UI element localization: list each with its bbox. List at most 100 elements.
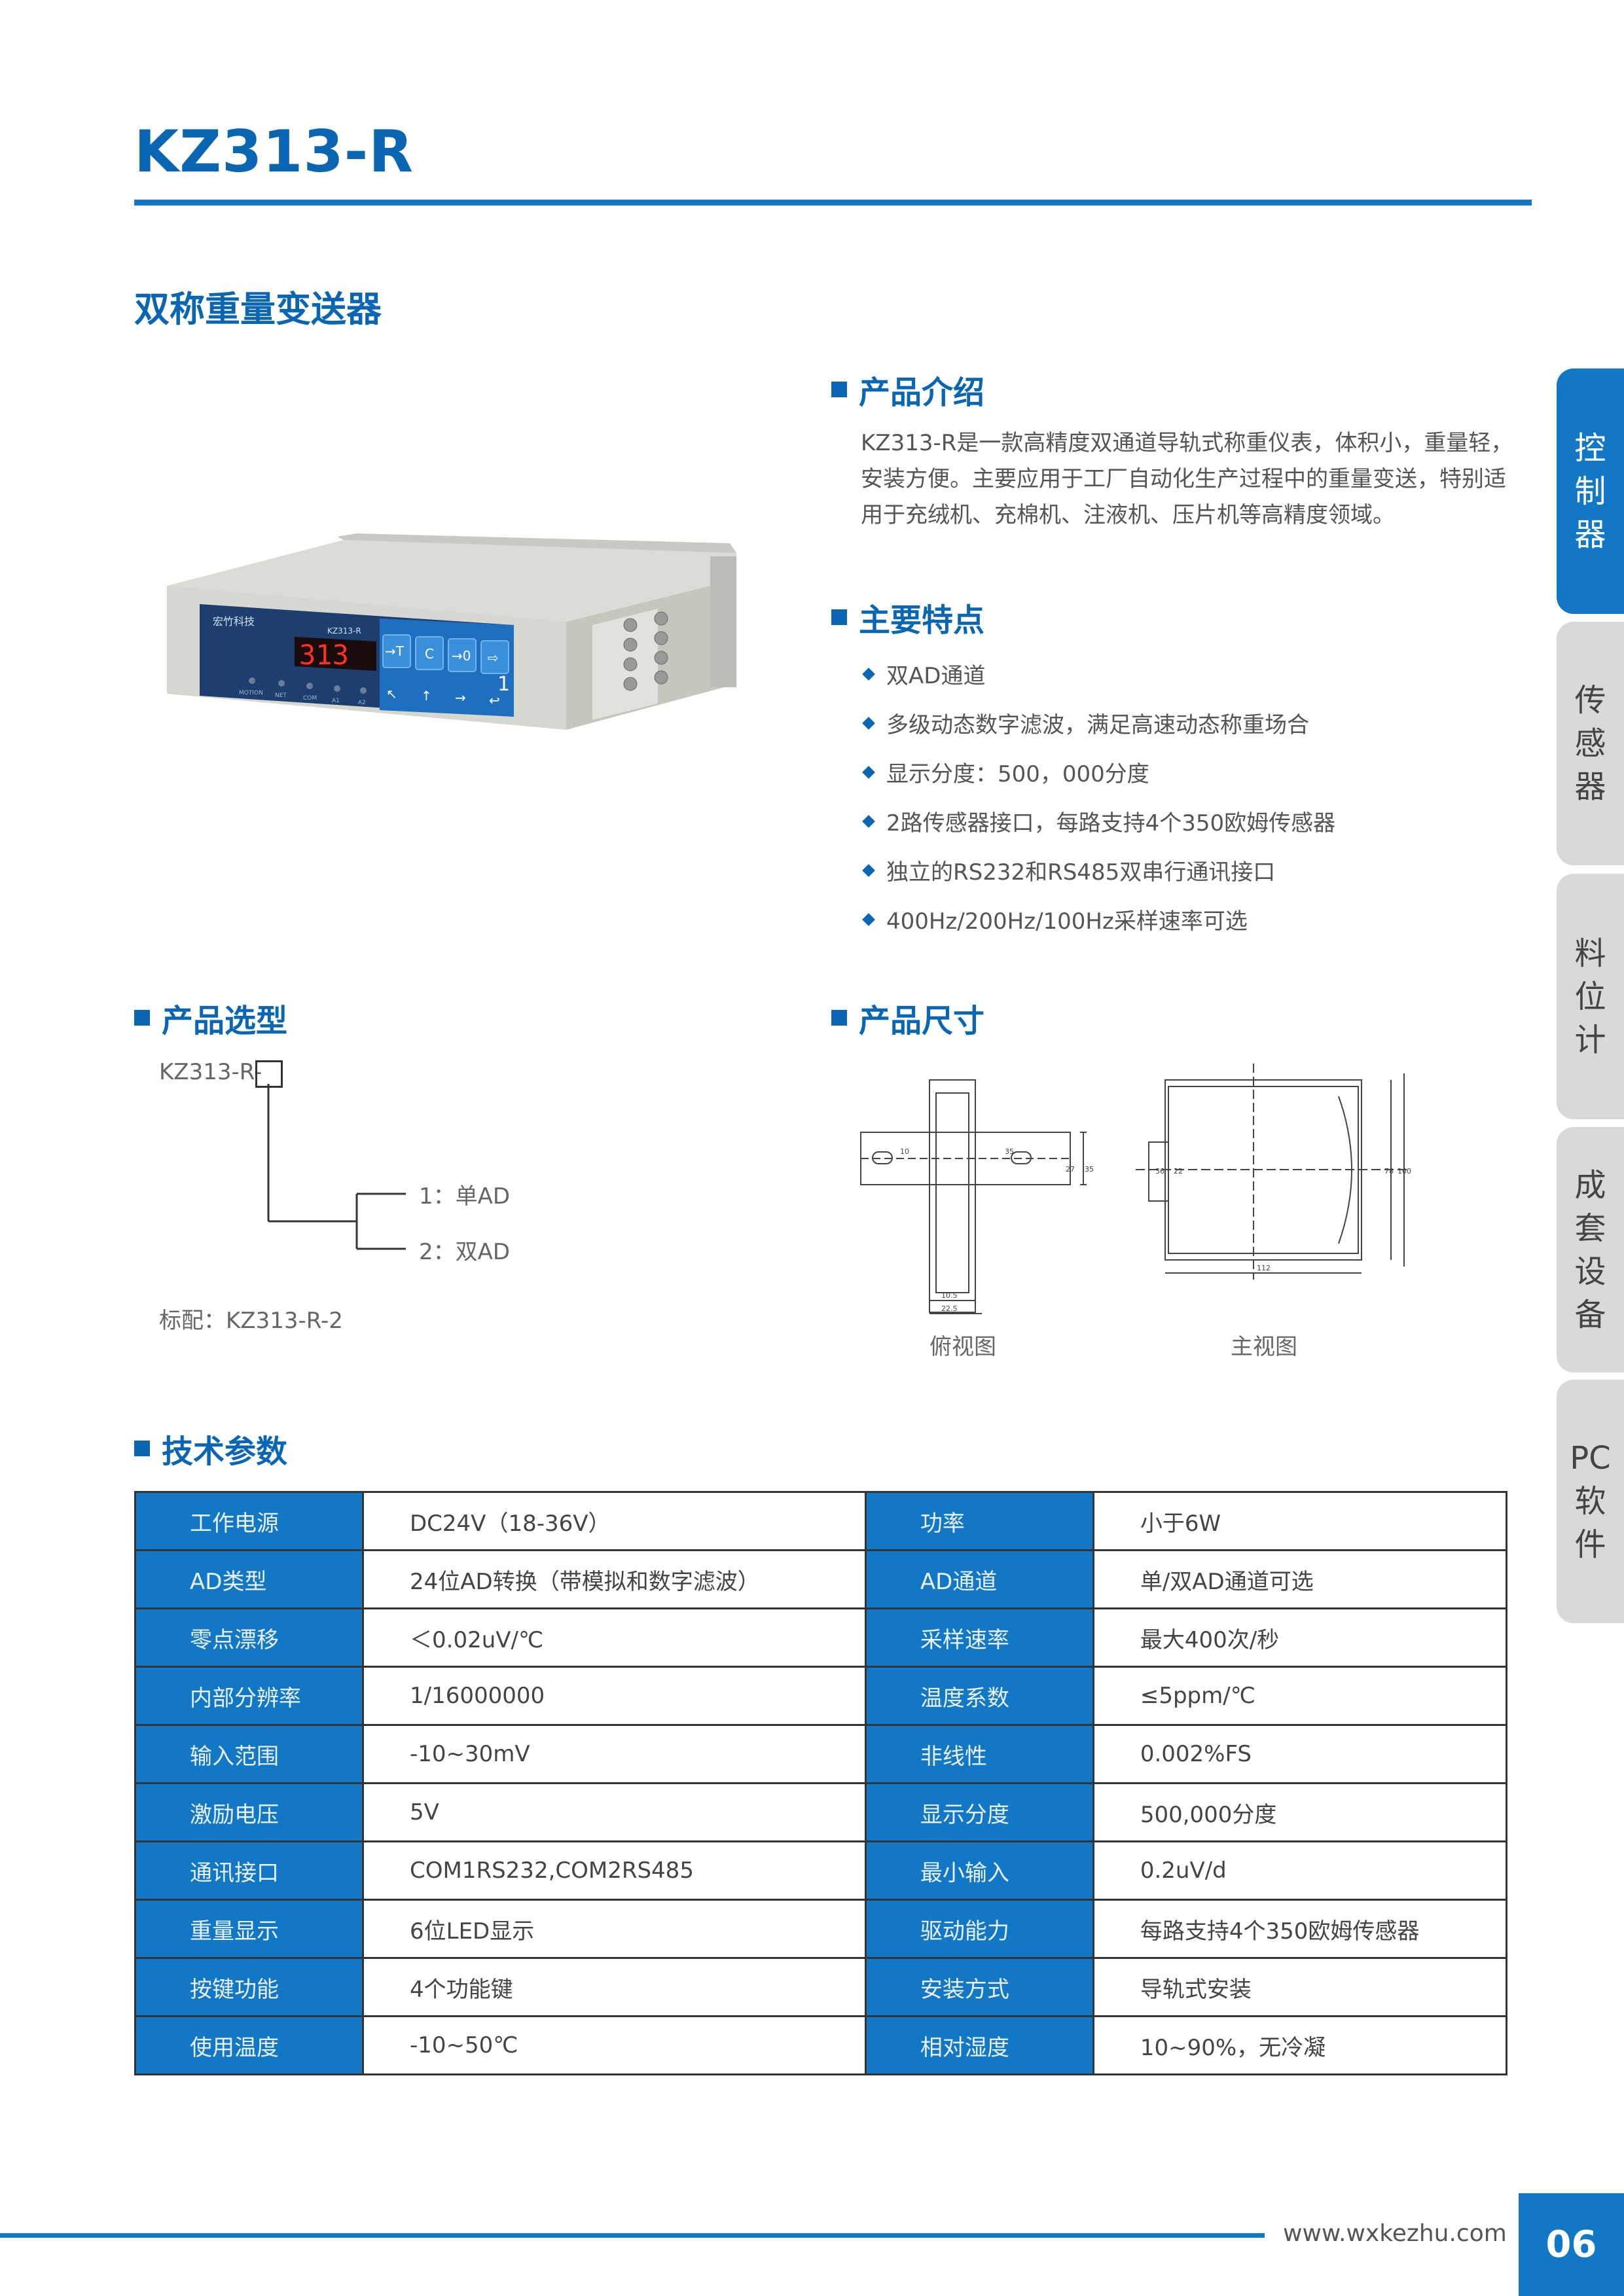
specs-heading: 技术参数: [134, 1426, 287, 1471]
bullet-square-icon: [831, 609, 847, 625]
spec-key: 工作电源: [134, 1491, 364, 1551]
top-view-drawing: [860, 1079, 1087, 1314]
spec-value: 0.002%FS: [1092, 1724, 1508, 1784]
selection-heading: 产品选型: [134, 995, 287, 1041]
side-tab-sensor[interactable]: 传感器: [1557, 622, 1624, 865]
spec-key: 采样速率: [864, 1607, 1094, 1668]
bullet-square-icon: [831, 382, 847, 397]
spec-key: 输入范围: [134, 1724, 364, 1784]
selection-standard: 标配：KZ313-R-2: [159, 1308, 343, 1334]
diamond-bullet-icon: [862, 667, 875, 681]
selection-tree-lines: [267, 1084, 406, 1250]
svg-text:A1: A1: [332, 698, 340, 704]
spec-value: 5V: [362, 1782, 867, 1842]
bullet-square-icon: [134, 1441, 150, 1456]
svg-text:27: 27: [1066, 1165, 1075, 1174]
side-tab-controller[interactable]: 控制器: [1557, 368, 1624, 614]
front-view-label: 主视图: [1231, 1334, 1297, 1360]
svg-text:10: 10: [900, 1147, 909, 1156]
title-divider: [134, 200, 1532, 206]
footer-url[interactable]: www.wxkezhu.com: [1283, 2220, 1507, 2247]
spec-value: -10~50℃: [362, 2015, 867, 2075]
spec-key: 最小输入: [864, 1840, 1094, 1901]
svg-text:35: 35: [1005, 1147, 1014, 1156]
spec-key: 安装方式: [864, 1957, 1094, 2017]
feature-item: 双AD通道: [862, 649, 1335, 698]
spec-value: 单/双AD通道可选: [1092, 1549, 1508, 1609]
svg-text:78: 78: [1384, 1167, 1394, 1175]
features-heading: 主要特点: [831, 594, 984, 640]
front-view-drawing: [1136, 1064, 1411, 1280]
spec-key: 驱动能力: [864, 1899, 1094, 1959]
spec-value: 导轨式安装: [1092, 1957, 1508, 2017]
svg-text:↩: ↩: [489, 692, 500, 708]
svg-text:↑: ↑: [421, 688, 432, 704]
svg-text:100: 100: [1398, 1167, 1411, 1175]
spec-value: ＜0.02uV/℃: [362, 1607, 867, 1668]
svg-text:MOTION: MOTION: [239, 690, 263, 696]
spec-key: 使用温度: [134, 2015, 364, 2075]
spec-value: 0.2uV/d: [1092, 1840, 1508, 1901]
spec-key: 相对湿度: [864, 2015, 1094, 2075]
spec-key: 温度系数: [864, 1666, 1094, 1726]
svg-text:10.5: 10.5: [941, 1291, 958, 1300]
side-tab-equipment[interactable]: 成套设备: [1557, 1127, 1624, 1372]
feature-item: 独立的RS232和RS485双串行通讯接口: [862, 846, 1335, 895]
spec-value: 小于6W: [1092, 1491, 1508, 1551]
spec-value: 4个功能键: [362, 1957, 867, 2017]
selection-option-2: 2：双AD: [419, 1239, 511, 1265]
svg-text:⇨: ⇨: [488, 650, 499, 666]
diamond-bullet-icon: [862, 716, 875, 730]
diamond-bullet-icon: [862, 814, 875, 828]
svg-text:宏竹科技: 宏竹科技: [213, 615, 255, 628]
svg-text:1: 1: [497, 673, 510, 696]
svg-text:NET: NET: [275, 692, 287, 699]
selection-option-1: 1：单AD: [419, 1183, 511, 1210]
spec-value: 1/16000000: [362, 1666, 867, 1726]
selection-code: KZ313-R-: [159, 1059, 262, 1085]
top-view-label: 俯视图: [929, 1334, 996, 1360]
spec-value: 6位LED显示: [362, 1899, 867, 1959]
svg-text:→0: →0: [452, 648, 471, 664]
side-tab-level-meter[interactable]: 料位计: [1557, 874, 1624, 1119]
svg-text:35: 35: [1085, 1165, 1094, 1174]
bullet-square-icon: [134, 1010, 150, 1026]
feature-list: 双AD通道 多级动态数字滤波，满足高速动态称重场合 显示分度：500，000分度…: [862, 649, 1335, 944]
svg-text:KZ313-R: KZ313-R: [327, 626, 361, 636]
diamond-bullet-icon: [862, 863, 875, 877]
spec-value: ≤5ppm/℃: [1092, 1666, 1508, 1726]
spec-value: 24位AD转换（带模拟和数字滤波）: [362, 1549, 867, 1609]
spec-value: -10~30mV: [362, 1724, 867, 1784]
spec-key: 零点漂移: [134, 1607, 364, 1668]
footer-divider: [0, 2233, 1265, 2238]
feature-item: 显示分度：500，000分度: [862, 747, 1335, 797]
diamond-bullet-icon: [862, 765, 875, 779]
svg-text:COM: COM: [303, 695, 317, 702]
spec-value: COM1RS232,COM2RS485: [362, 1840, 867, 1901]
spec-key: 激励电压: [134, 1782, 364, 1842]
spec-key: 内部分辨率: [134, 1666, 364, 1726]
spec-key: AD通道: [864, 1549, 1094, 1609]
spec-key: 重量显示: [134, 1899, 364, 1959]
dimensions-heading: 产品尺寸: [831, 995, 984, 1041]
product-subtitle: 双称重量变送器: [134, 289, 382, 330]
spec-key: 功率: [864, 1491, 1094, 1551]
spec-value: DC24V（18-36V）: [362, 1491, 867, 1551]
svg-text:↖: ↖: [386, 686, 397, 702]
spec-key: 按键功能: [134, 1957, 364, 2017]
spec-value: 10~90%，无冷凝: [1092, 2015, 1508, 2075]
page-number: 06: [1519, 2193, 1624, 2296]
spec-value: 每路支持4个350欧姆传感器: [1092, 1899, 1508, 1959]
svg-text:112: 112: [1257, 1264, 1271, 1272]
spec-key: AD类型: [134, 1549, 364, 1609]
spec-value: 最大400次/秒: [1092, 1607, 1508, 1668]
